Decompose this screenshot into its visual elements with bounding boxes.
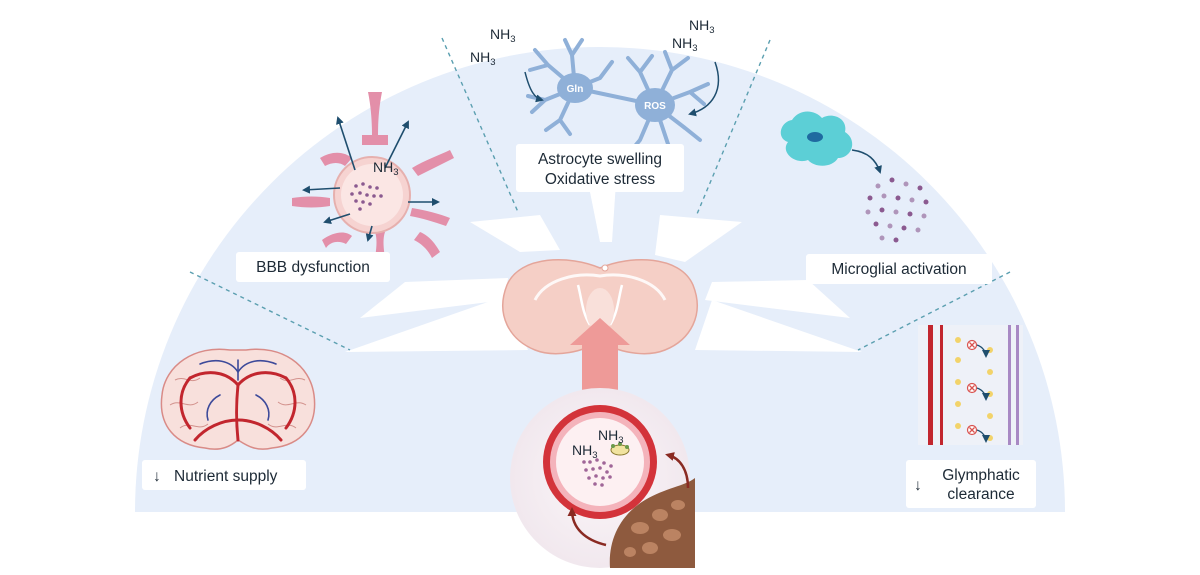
nh3-label-astro-3: NH3 (689, 17, 715, 36)
svg-text:clearance: clearance (947, 486, 1014, 503)
microglia-icon (780, 111, 882, 174)
label-glymphatic-clearance: ↓ Glymphatic clearance (906, 460, 1036, 508)
svg-text:↓: ↓ (914, 477, 922, 494)
nh3-label-astro-4: NH3 (672, 35, 698, 54)
gut-brain-arrow (570, 318, 630, 395)
svg-text:Glymphatic: Glymphatic (942, 467, 1020, 484)
ros-label: ROS (644, 101, 666, 112)
spotlight-beams (345, 182, 862, 352)
svg-text:Astrocyte swelling: Astrocyte swelling (538, 151, 662, 168)
label-microglial-activation: Microglial activation (806, 254, 992, 284)
fan-separators (189, 37, 1011, 351)
brain-vasculature-icon (160, 348, 316, 450)
label-bbb-dysfunction: BBB dysfunction (236, 252, 390, 282)
svg-text:BBB dysfunction: BBB dysfunction (256, 259, 370, 276)
nh3-label-astro-1: NH3 (490, 26, 516, 45)
astrocyte-icon (524, 38, 720, 154)
glymphatic-channel-icon (918, 325, 1023, 445)
bacteria-icon (610, 442, 630, 456)
bbb-capillary-icon (292, 92, 454, 258)
gut-circle (510, 388, 695, 568)
gln-label: Gln (567, 84, 584, 95)
ammonia-particles-gut (582, 458, 613, 487)
nh3-label-gut-1: NH3 (598, 427, 624, 446)
svg-text:Oxidative stress: Oxidative stress (545, 171, 656, 188)
svg-text:↓: ↓ (153, 468, 161, 485)
gut-tissue (609, 478, 695, 568)
nh3-label-astro-2: NH3 (470, 49, 496, 68)
cytokine-particles (865, 177, 929, 243)
svg-text:Microglial activation: Microglial activation (831, 261, 966, 278)
label-nutrient-supply: ↓ Nutrient supply (142, 460, 306, 490)
label-astrocyte-oxidative: Astrocyte swelling Oxidative stress (516, 144, 684, 192)
nh3-label-gut-2: NH3 (572, 442, 598, 461)
nh3-label-bbb: NH3 (373, 159, 399, 178)
svg-text:Nutrient supply: Nutrient supply (174, 468, 278, 485)
brain-section (502, 259, 698, 355)
ammonia-particles-bbb (350, 182, 383, 211)
